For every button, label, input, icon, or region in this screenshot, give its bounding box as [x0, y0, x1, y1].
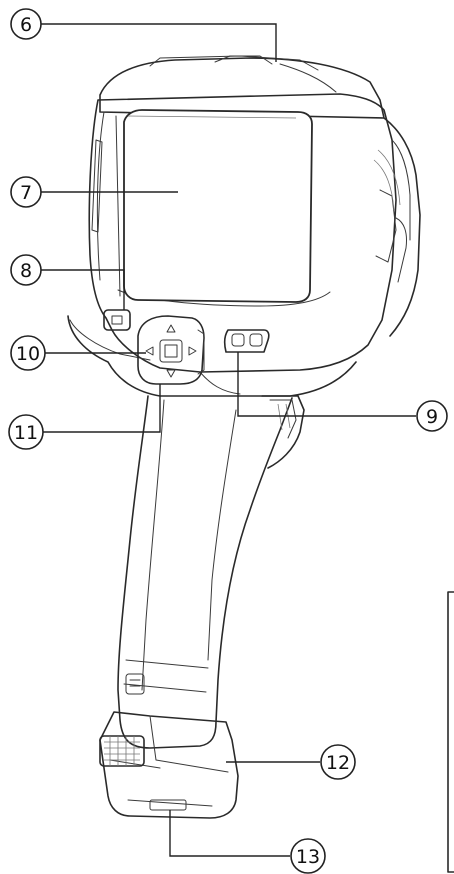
navigation-pad	[137, 315, 205, 385]
callout-10-label: 10	[16, 343, 40, 365]
display-screen	[115, 109, 313, 303]
leader-lines	[40, 23, 416, 857]
callout-12-label: 12	[326, 752, 350, 774]
callout-8-label: 8	[20, 260, 32, 282]
callout-9-label: 9	[426, 406, 438, 428]
control-buttons	[103, 309, 270, 385]
callout-7: 7	[10, 176, 42, 208]
callout-6: 6	[10, 8, 42, 40]
function-buttons	[223, 329, 270, 353]
callout-11: 11	[8, 414, 44, 450]
callout-11-label: 11	[14, 422, 38, 444]
menu-button	[103, 309, 131, 331]
handle	[117, 395, 305, 749]
callout-12: 12	[320, 744, 356, 780]
battery-latch	[99, 735, 145, 767]
battery-compartment	[99, 673, 239, 819]
callout-9: 9	[416, 400, 448, 432]
callout-13: 13	[290, 838, 326, 874]
side-bracket	[447, 591, 454, 873]
callout-7-label: 7	[20, 182, 32, 204]
callout-6-label: 6	[20, 14, 32, 36]
callout-10: 10	[10, 335, 46, 371]
callout-8: 8	[10, 254, 42, 286]
callout-13-label: 13	[296, 846, 320, 868]
